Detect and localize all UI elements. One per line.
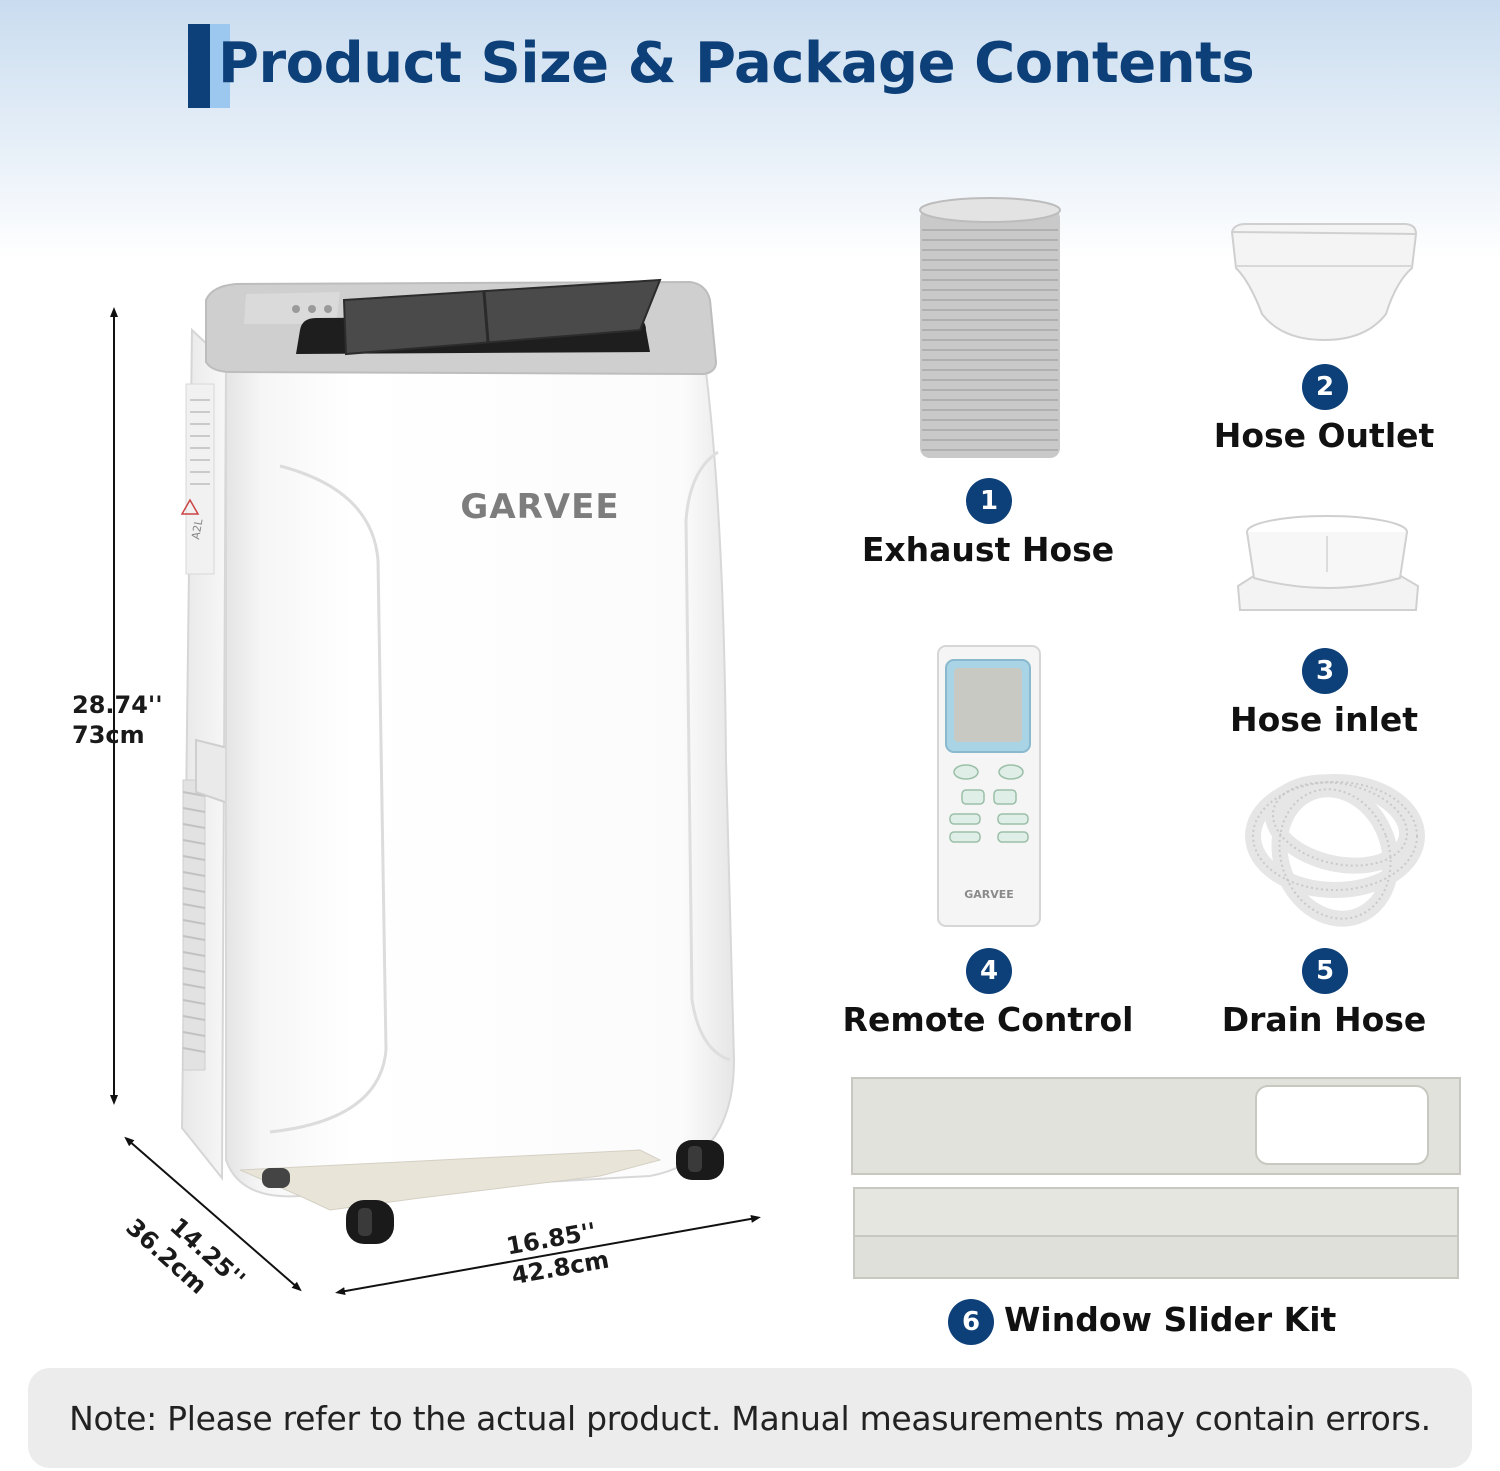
item-number-badge: 3	[1302, 648, 1348, 694]
height-dimension-label: 28.74'' 73cm	[72, 690, 163, 750]
spec-sticker-lines	[190, 399, 210, 485]
page-title: Product Size & Package Contents	[218, 31, 1255, 96]
item-number-badge: 1	[966, 478, 1012, 524]
depth-dimension-line	[124, 1136, 302, 1292]
item-label-remote-control: Remote Control	[842, 1000, 1134, 1039]
item-label-drain-hose: Drain Hose	[1221, 1000, 1427, 1039]
side-vent-grille	[182, 779, 206, 1071]
unit-body	[225, 366, 736, 1198]
item-number-badge: 4	[966, 948, 1012, 994]
left-panel-curve	[269, 464, 388, 1134]
air-conditioner-figure: A2L GARVEE	[0, 0, 800, 1360]
width-dimension-line	[335, 1214, 761, 1296]
item-label-hose-outlet: Hose Outlet	[1213, 416, 1435, 455]
caster-wheel	[262, 1168, 290, 1188]
drain-hose-icon	[1245, 774, 1425, 927]
brand-logo: GARVEE	[460, 487, 619, 527]
louver-flap	[342, 278, 662, 356]
refrigerant-label: A2L	[189, 517, 206, 540]
item-number-badge: 2	[1302, 364, 1348, 410]
unit-base	[239, 1149, 662, 1211]
hose-inlet-icon	[1236, 515, 1420, 611]
title-accent-bar	[188, 24, 210, 108]
header-background	[0, 0, 1500, 260]
air-conditioner-drawing: A2L GARVEE	[110, 278, 761, 1296]
control-panel	[244, 292, 340, 324]
height-cm: 73cm	[72, 721, 145, 749]
hose-outlet-icon	[1230, 223, 1418, 342]
item-number-badge: 5	[1302, 948, 1348, 994]
item-label-exhaust-hose: Exhaust Hose	[861, 530, 1115, 569]
item-number-badge: 6	[948, 1299, 994, 1345]
control-button-icon	[324, 305, 332, 313]
note-box: Note: Please refer to the actual product…	[28, 1368, 1472, 1468]
exhaust-hose-icon	[919, 197, 1061, 458]
remote-brand: GARVEE	[964, 888, 1014, 901]
right-panel-curve	[684, 450, 731, 1062]
warning-triangle-icon	[180, 498, 200, 515]
height-inches: 28.74''	[72, 691, 163, 719]
note-text: Note: Please refer to the actual product…	[69, 1398, 1431, 1438]
caster-wheel	[676, 1140, 724, 1180]
remote-control-icon: GARVEE	[937, 645, 1041, 927]
item-label-hose-inlet: Hose inlet	[1229, 700, 1419, 739]
spec-sticker	[185, 383, 215, 575]
title-accent-bar-light	[210, 24, 230, 108]
louver-divider	[482, 291, 490, 343]
item-label-window-slider-kit: Window Slider Kit	[1004, 1300, 1337, 1339]
page-title-block: Product Size & Package Contents	[188, 18, 1255, 110]
control-button-icon	[292, 305, 300, 313]
caster-wheel	[346, 1200, 394, 1244]
control-button-icon	[308, 305, 316, 313]
window-slider-kit-icon	[851, 1077, 1461, 1279]
